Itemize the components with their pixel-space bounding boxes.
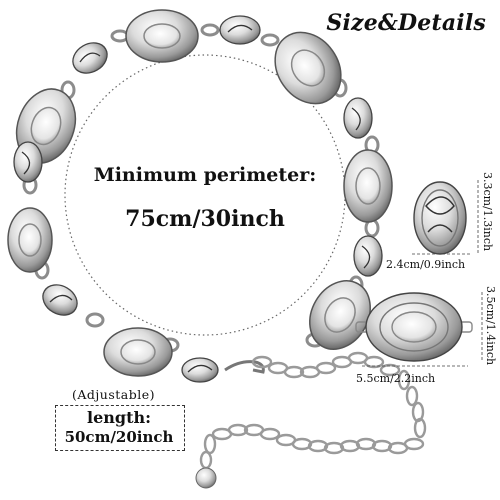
feather-link [353,235,383,277]
concho [125,9,199,63]
large-concho-detail [355,292,473,362]
large-concho-width: 5.5cm/2.2inch [356,372,436,385]
perimeter-label: Minimum perimeter: [93,164,317,186]
large-concho-height: 3.5cm/1.4inch [484,286,497,366]
length-value: 50cm/20inch [64,428,174,446]
bead-end [195,467,217,489]
concho [7,207,53,273]
clasp-hook [224,360,265,374]
feather-link [343,97,373,139]
page-title: Size&Details [326,10,486,36]
feather-link [181,357,219,383]
perimeter-value: 75cm/30inch [125,206,285,232]
concho [103,327,173,377]
small-link-height: 3.3cm/1.3inch [481,172,494,252]
concho [274,31,342,105]
feather-link [219,15,261,45]
small-link-detail [413,181,467,255]
adjustable-note: (Adjustable) [72,387,155,402]
feather-link [13,141,43,183]
concho [343,149,393,223]
feather-link [72,42,108,74]
length-label: length: [86,408,151,427]
concho [309,280,371,350]
extension-chain [199,351,427,470]
small-link-width: 2.4cm/0.9inch [386,258,466,271]
length-frame [55,405,185,451]
feather-link [42,284,78,316]
